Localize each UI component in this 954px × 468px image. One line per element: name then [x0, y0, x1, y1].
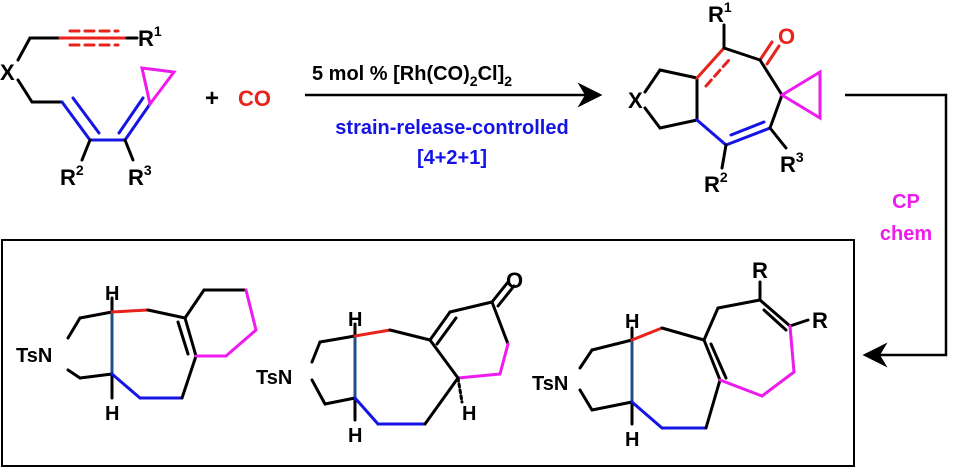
target-2-o: O: [506, 268, 523, 293]
target-2-h-bottom: H: [348, 425, 362, 447]
spiro-cyclopropane: [779, 69, 822, 121]
target-3-tsn: TsN: [532, 373, 568, 395]
chem-label: chem: [880, 223, 932, 245]
product-blue-bond: [695, 118, 728, 147]
product-red-bond: [695, 46, 726, 80]
co-reagent: CO: [238, 86, 271, 111]
product-o: O: [778, 24, 795, 49]
target-2-tsn: TsN: [256, 367, 292, 389]
target-3-h-bottom: H: [625, 429, 639, 451]
svg-text:R3: R3: [780, 149, 804, 177]
svg-text:R2: R2: [60, 162, 84, 190]
target-1-tsn: TsN: [16, 345, 52, 367]
product-r2: R: [704, 172, 720, 197]
reactant-structure: [16, 29, 177, 162]
target-1-h-bottom: H: [105, 403, 119, 425]
cp-label: CP: [892, 191, 920, 213]
svg-text:R2: R2: [704, 169, 728, 197]
targets-box: [1, 239, 855, 467]
reactant-r1: R: [138, 26, 154, 51]
target-3-r-right: R: [812, 308, 828, 333]
svg-text:R1: R1: [138, 23, 162, 51]
reactant-r2: R: [60, 165, 76, 190]
svg-text:R1: R1: [708, 0, 732, 27]
target-2-h-top: H: [348, 309, 362, 331]
target-3-structure: [578, 280, 810, 430]
target-1-structure: [66, 288, 258, 400]
plus-sign: +: [205, 85, 219, 112]
product-r1: R: [708, 2, 724, 27]
reactant-r3: R: [128, 165, 144, 190]
condition-line1: strain-release-controlled: [335, 117, 568, 139]
diene-bond: [60, 100, 92, 142]
cp-chem-arrow: [845, 93, 948, 368]
svg-text:R3: R3: [128, 162, 152, 190]
condition-line2: [4+2+1]: [417, 147, 487, 169]
target-2-h-right: H: [462, 403, 476, 425]
product-structure: [643, 23, 822, 170]
target-1-h-top: H: [105, 283, 119, 305]
target-3-r-top: R: [752, 258, 768, 283]
product-r3: R: [780, 152, 796, 177]
target-2-structure: [310, 280, 516, 426]
cyclopropane-ring: [140, 66, 177, 108]
reactant-x: X: [0, 60, 15, 85]
product-x: X: [628, 88, 643, 113]
catalyst-label: 5 mol % [Rh(CO)2Cl]2: [312, 63, 512, 89]
target-3-h-top: H: [625, 311, 639, 333]
